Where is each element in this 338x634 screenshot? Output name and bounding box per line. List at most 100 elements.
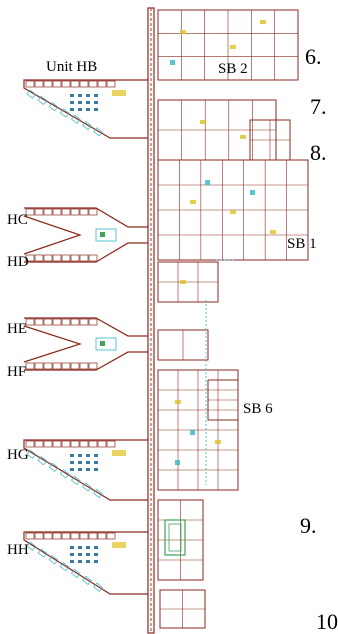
fixture bbox=[112, 90, 126, 96]
fixture bbox=[180, 30, 186, 34]
cell bbox=[71, 114, 81, 124]
cell bbox=[88, 318, 98, 326]
cell bbox=[61, 440, 71, 448]
cell bbox=[93, 582, 103, 592]
cell bbox=[106, 532, 116, 540]
list-number-8: 8. bbox=[310, 140, 327, 165]
furniture bbox=[86, 454, 90, 457]
sb1-annex bbox=[249, 119, 291, 161]
cell bbox=[26, 449, 37, 459]
hc-label: HC bbox=[7, 212, 28, 228]
cell bbox=[88, 80, 98, 88]
cell bbox=[26, 541, 37, 551]
hh-wing bbox=[23, 531, 148, 595]
cell bbox=[61, 80, 71, 88]
fixture bbox=[175, 400, 181, 404]
hd-label: HD bbox=[7, 254, 29, 270]
furniture bbox=[78, 553, 82, 556]
cell bbox=[25, 532, 35, 540]
cell bbox=[25, 362, 35, 370]
list-number-7: 7. bbox=[310, 94, 327, 119]
list-number-9: 9. bbox=[300, 513, 317, 538]
furniture bbox=[94, 101, 98, 104]
cell bbox=[34, 532, 44, 540]
unit-hb-wing bbox=[23, 79, 148, 139]
fixture bbox=[190, 200, 196, 204]
cell bbox=[88, 532, 98, 540]
cell bbox=[79, 362, 89, 370]
dayroom bbox=[95, 228, 117, 242]
cell bbox=[48, 102, 59, 112]
cell bbox=[37, 548, 48, 558]
furniture bbox=[78, 94, 82, 97]
cell bbox=[70, 532, 80, 540]
he-label: HE bbox=[7, 321, 27, 337]
furniture bbox=[94, 553, 98, 556]
cell bbox=[61, 254, 71, 262]
hc-hd-wing-outline bbox=[24, 207, 148, 263]
hh-label: HH bbox=[7, 542, 29, 558]
cell bbox=[25, 440, 35, 448]
cell bbox=[34, 254, 44, 262]
furniture bbox=[78, 454, 82, 457]
he-hf-wing bbox=[23, 317, 148, 371]
cell bbox=[34, 362, 44, 370]
cell bbox=[52, 362, 62, 370]
furniture bbox=[94, 461, 98, 464]
fixture bbox=[270, 230, 276, 234]
cell bbox=[70, 440, 80, 448]
cell bbox=[93, 488, 103, 499]
cell bbox=[97, 440, 107, 448]
cell bbox=[34, 440, 44, 448]
cell bbox=[79, 532, 89, 540]
he-hf-wing-outline bbox=[24, 317, 148, 371]
cell bbox=[34, 80, 44, 88]
cell bbox=[79, 254, 89, 262]
cell bbox=[43, 362, 53, 370]
furniture bbox=[78, 108, 82, 111]
cell bbox=[25, 208, 35, 216]
cell bbox=[52, 440, 62, 448]
bottom-block bbox=[159, 589, 206, 629]
sb6-annex bbox=[207, 379, 239, 421]
cell bbox=[43, 532, 53, 540]
cell bbox=[25, 80, 35, 88]
fixture bbox=[230, 210, 236, 214]
cell bbox=[82, 120, 92, 131]
fixture bbox=[215, 440, 221, 444]
cell bbox=[70, 254, 80, 262]
furniture bbox=[70, 560, 74, 563]
cell bbox=[59, 469, 70, 479]
cell bbox=[43, 80, 53, 88]
cell bbox=[88, 208, 98, 216]
cell bbox=[59, 562, 70, 572]
fixture bbox=[100, 341, 105, 346]
fixture bbox=[200, 120, 206, 124]
cell bbox=[106, 440, 116, 448]
cell bbox=[48, 462, 59, 472]
cell bbox=[48, 555, 59, 565]
furniture bbox=[78, 546, 82, 549]
cell bbox=[70, 208, 80, 216]
furniture bbox=[94, 546, 98, 549]
furniture bbox=[86, 94, 90, 97]
hc-hd-wing-inner bbox=[23, 215, 82, 255]
cell bbox=[61, 532, 71, 540]
hc-hd-wing bbox=[23, 207, 148, 263]
cell bbox=[43, 440, 53, 448]
cell bbox=[88, 254, 98, 262]
sb2-block bbox=[157, 9, 299, 81]
cell bbox=[25, 254, 35, 262]
fixture bbox=[100, 232, 105, 237]
service-link bbox=[157, 261, 219, 303]
cell bbox=[52, 532, 62, 540]
plan-details bbox=[164, 20, 276, 556]
furniture bbox=[86, 553, 90, 556]
hg-wing-outline bbox=[23, 439, 148, 501]
cell bbox=[70, 318, 80, 326]
cell bbox=[52, 80, 62, 88]
furniture bbox=[86, 546, 90, 549]
furniture bbox=[70, 468, 74, 471]
cell bbox=[52, 254, 62, 262]
